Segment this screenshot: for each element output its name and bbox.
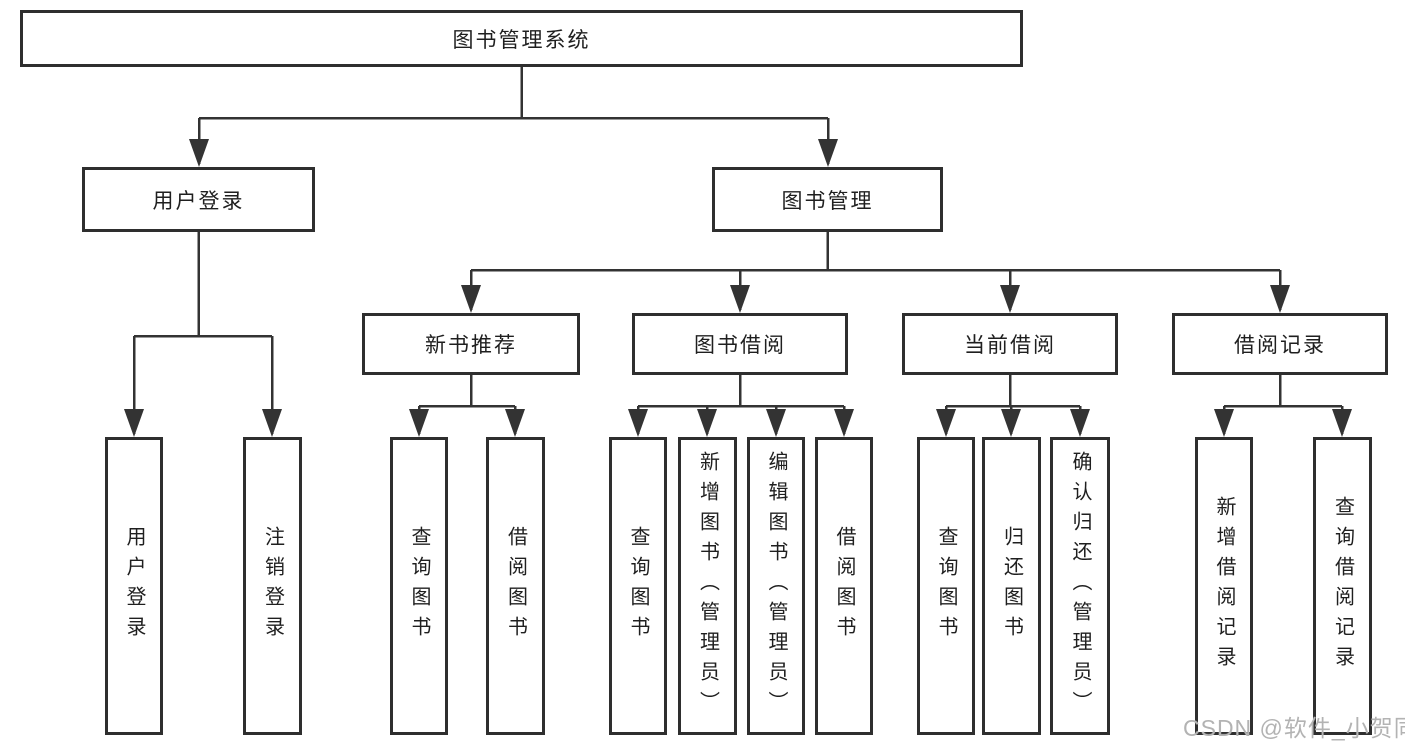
node-user-login: 用户登录 (82, 167, 315, 232)
leaf-query-books-borrowing-label: 查询图书 (627, 526, 649, 646)
leaf-borrow-books-recommend-label: 借阅图书 (504, 526, 527, 646)
leaf-borrow-books-label: 借阅图书 (833, 526, 855, 646)
node-library-system: 图书管理系统 (20, 10, 1023, 67)
arrow-down-icon (936, 409, 956, 437)
arrow-down-icon (730, 285, 750, 313)
connector-current-borrowing-children (936, 375, 1090, 437)
leaf-user-login-label: 用户登录 (123, 526, 145, 646)
connector-new-book-recommend-children (409, 375, 525, 437)
leaf-logout-label: 注销登录 (261, 526, 284, 646)
leaf-return-book: 归还图书 (982, 437, 1041, 735)
arrow-down-icon (697, 409, 717, 437)
leaf-query-borrow-record: 查询借阅记录 (1313, 437, 1372, 735)
node-new-book-recommend: 新书推荐 (362, 313, 580, 375)
leaf-add-book-admin-label: 新增图书（管理员） (696, 451, 719, 721)
leaf-query-books-recommend-label: 查询图书 (408, 526, 430, 646)
arrow-down-icon (766, 409, 786, 437)
arrow-down-icon (1332, 409, 1352, 437)
arrow-down-icon (818, 139, 838, 167)
leaf-return-book-label: 归还图书 (1000, 526, 1023, 646)
leaf-borrow-books: 借阅图书 (815, 437, 873, 735)
arrow-down-icon (834, 409, 854, 437)
csdn-watermark: CSDN @软件_小贺同学 (1183, 715, 1405, 741)
arrow-down-icon (1000, 285, 1020, 313)
arrow-down-icon (1070, 409, 1090, 437)
leaf-query-books-recommend: 查询图书 (390, 437, 448, 735)
leaf-edit-book-admin-label: 编辑图书（管理员） (765, 451, 787, 721)
leaf-confirm-return-admin: 确认归还（管理员） (1050, 437, 1110, 735)
leaf-logout: 注销登录 (243, 437, 302, 735)
arrow-down-icon (628, 409, 648, 437)
node-borrowing-records: 借阅记录 (1172, 313, 1388, 375)
arrow-down-icon (124, 409, 144, 437)
arrow-down-icon (505, 409, 525, 437)
leaf-query-books-borrowing: 查询图书 (609, 437, 667, 735)
connector-user-login-children (124, 232, 282, 437)
leaf-query-borrow-record-label: 查询借阅记录 (1331, 496, 1354, 676)
leaf-add-borrow-record-label: 新增借阅记录 (1213, 496, 1235, 676)
leaf-user-login: 用户登录 (105, 437, 163, 735)
arrow-down-icon (262, 409, 282, 437)
leaf-confirm-return-admin-label: 确认归还（管理员） (1069, 451, 1091, 721)
connector-borrowing-records-children (1214, 375, 1352, 437)
leaf-query-books-current-label: 查询图书 (935, 526, 957, 646)
node-book-borrowing: 图书借阅 (632, 313, 848, 375)
arrow-down-icon (461, 285, 481, 313)
leaf-add-book-admin: 新增图书（管理员） (678, 437, 737, 735)
leaf-query-books-current: 查询图书 (917, 437, 975, 735)
connector-book-borrowing-children (628, 375, 854, 437)
arrow-down-icon (1214, 409, 1234, 437)
leaf-add-borrow-record: 新增借阅记录 (1195, 437, 1253, 735)
node-book-management: 图书管理 (712, 167, 943, 232)
leaf-edit-book-admin: 编辑图书（管理员） (747, 437, 805, 735)
arrow-down-icon (1270, 285, 1290, 313)
node-current-borrowing: 当前借阅 (902, 313, 1118, 375)
arrow-down-icon (1001, 409, 1021, 437)
leaf-borrow-books-recommend: 借阅图书 (486, 437, 545, 735)
arrow-down-icon (409, 409, 429, 437)
connector-book-management-children (461, 232, 1290, 313)
arrow-down-icon (189, 139, 209, 167)
connector-root-to-level2 (189, 67, 838, 167)
